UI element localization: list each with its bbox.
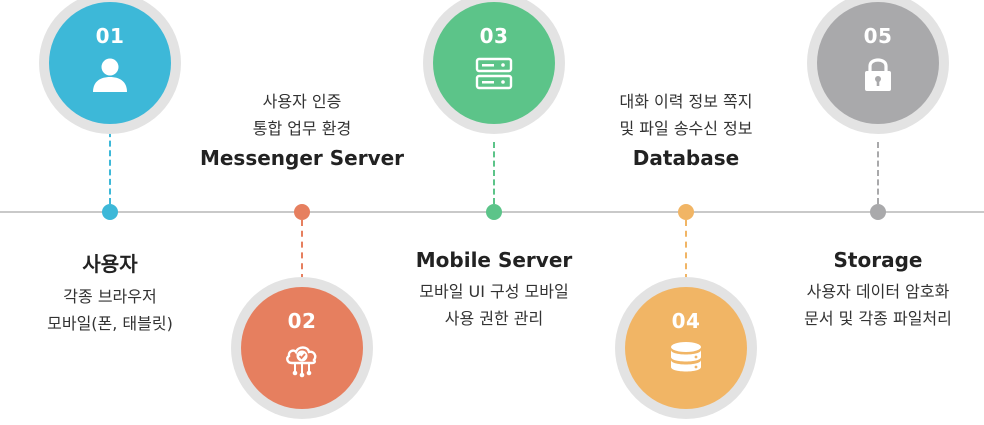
step-04-desc-line-1: 대화 이력 정보 쪽지 bbox=[619, 92, 753, 111]
step-03-number: 03 bbox=[479, 24, 509, 48]
step-02-title: Messenger Server bbox=[199, 146, 405, 170]
step-01-text: 사용자 각종 브라우저 모바일(폰, 태블릿) bbox=[0, 248, 220, 337]
step-04-number: 04 bbox=[671, 309, 701, 333]
step-02-desc-line-2: 통합 업무 환경 bbox=[252, 119, 352, 138]
step-03-desc-line-2: 사용 권한 관리 bbox=[444, 309, 544, 328]
database-icon bbox=[671, 342, 701, 372]
connector-02 bbox=[301, 220, 303, 280]
step-04-title: Database bbox=[632, 146, 740, 170]
step-02-text: 사용자 인증 통합 업무 환경 Messenger Server bbox=[192, 88, 412, 170]
step-04-circle: 04 bbox=[615, 277, 757, 419]
connector-03 bbox=[493, 142, 495, 204]
step-05-number: 05 bbox=[863, 24, 893, 48]
timeline-dot-03 bbox=[486, 204, 502, 220]
cloud-check-icon bbox=[286, 346, 317, 378]
step-02-circle: 02 bbox=[231, 277, 373, 419]
step-05-title: Storage bbox=[833, 248, 923, 272]
step-03-text: Mobile Server 모바일 UI 구성 모바일 사용 권한 관리 bbox=[384, 248, 604, 332]
step-02-number: 02 bbox=[287, 309, 317, 333]
timeline-dot-04 bbox=[678, 204, 694, 220]
step-03-circle: 03 bbox=[423, 0, 565, 134]
step-03-desc-line-1: 모바일 UI 구성 모바일 bbox=[419, 282, 569, 301]
lock-icon bbox=[865, 58, 891, 91]
step-04-desc-line-2: 및 파일 송수신 정보 bbox=[619, 119, 753, 138]
server-icon bbox=[475, 57, 513, 90]
connector-04 bbox=[685, 220, 687, 280]
step-01-title: 사용자 bbox=[82, 252, 138, 276]
step-01-desc-line-2: 모바일(폰, 태블릿) bbox=[47, 314, 173, 333]
timeline-dot-02 bbox=[294, 204, 310, 220]
step-05-text: Storage 사용자 데이터 암호화 문서 및 각종 파일처리 bbox=[768, 248, 984, 332]
timeline-dot-01 bbox=[102, 204, 118, 220]
step-01-number: 01 bbox=[95, 24, 125, 48]
step-04-text: 대화 이력 정보 쪽지 및 파일 송수신 정보 Database bbox=[576, 88, 796, 170]
step-05-desc-line-2: 문서 및 각종 파일처리 bbox=[804, 309, 952, 328]
step-05-circle: 05 bbox=[807, 0, 949, 134]
timeline-dot-05 bbox=[870, 204, 886, 220]
connector-01 bbox=[109, 112, 111, 204]
user-icon bbox=[93, 58, 127, 92]
step-01-circle: 01 bbox=[39, 0, 181, 134]
step-05-desc-line-1: 사용자 데이터 암호화 bbox=[806, 282, 950, 301]
connector-05 bbox=[877, 142, 879, 204]
step-03-title: Mobile Server bbox=[415, 248, 573, 272]
step-01-desc-line-1: 각종 브라우저 bbox=[63, 287, 157, 306]
step-02-desc-line-1: 사용자 인증 bbox=[262, 92, 342, 111]
